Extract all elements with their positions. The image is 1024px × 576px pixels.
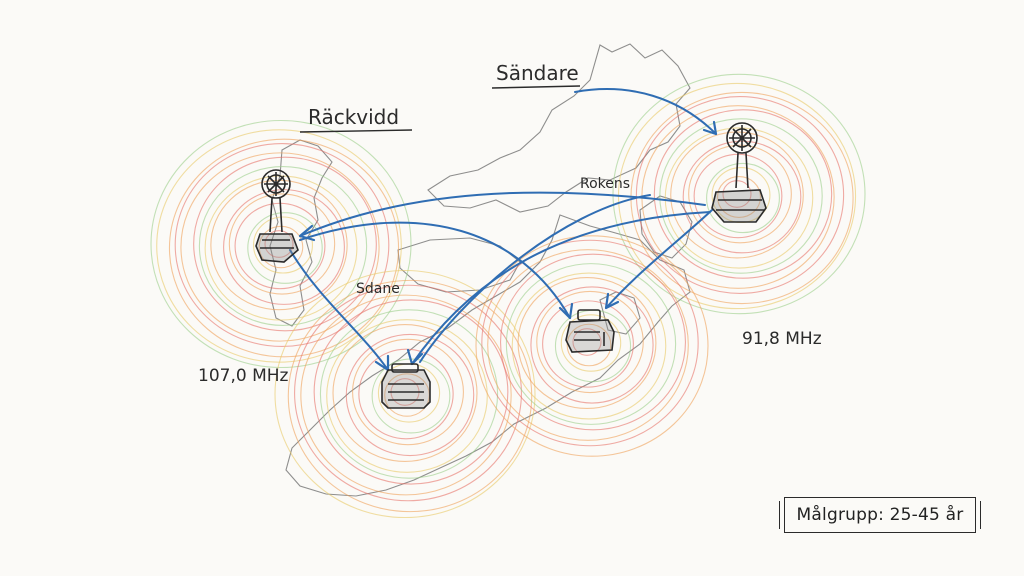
arrow-right-to-center-receiver (411, 211, 711, 365)
coverage-ring (168, 138, 400, 358)
coverage-ring (358, 348, 454, 440)
coverage-ring (198, 166, 368, 326)
radio-tower-icon (711, 122, 767, 223)
coverage-ring (560, 314, 622, 372)
coverage-ring (530, 286, 654, 404)
frequency-left-label: 107,0 MHz (198, 366, 289, 386)
transmitter-label: Sändare (496, 61, 579, 85)
coverage-ring (287, 279, 533, 513)
arrow-left-to-east-receiver (299, 221, 571, 319)
coverage-ring (542, 300, 634, 388)
coverage-ring (352, 338, 464, 446)
signal-arrows (289, 88, 718, 372)
coverage-ring (572, 328, 602, 356)
coverage-ring (487, 249, 689, 441)
coverage-ring (481, 239, 699, 447)
arrowhead (558, 302, 574, 320)
coverage-ring (300, 294, 512, 496)
coverage-ring (294, 284, 522, 502)
arrow-left-to-center-receiver (289, 249, 389, 371)
target-audience-box: Målgrupp: 25-45 år (779, 497, 981, 533)
range-underline (299, 129, 413, 133)
coverage-ring (180, 152, 380, 342)
coverage-ring (630, 91, 854, 305)
arrow-right-to-east-receiver (605, 209, 713, 309)
coverage-ring (566, 323, 612, 367)
coverage-east-receiver (475, 235, 709, 457)
coverage-ring (653, 109, 833, 279)
coverage-ring (706, 162, 780, 234)
arrowhead (406, 348, 424, 366)
arrowhead (604, 292, 620, 310)
frequency-right-label: 91,8 MHz (742, 329, 822, 349)
arrow-mid-to-center-receiver (419, 194, 651, 363)
receivers-label: Rokens (580, 176, 630, 192)
coverage-ring (174, 142, 390, 348)
range-label: Räckvidd (308, 105, 399, 129)
arrowhead (702, 120, 718, 136)
coverage-ring (264, 230, 294, 258)
coverage-ring (319, 309, 499, 479)
coverage-ring (247, 212, 323, 284)
radio-receiver-icon (381, 363, 431, 409)
arrowhead (298, 224, 316, 242)
coverage-ring (511, 272, 667, 420)
coverage-ring (274, 269, 536, 519)
transmitter-underline (491, 85, 581, 89)
coverage-ring (228, 193, 336, 295)
coverage-ring (193, 156, 377, 332)
arrowhead (374, 354, 390, 372)
coverage-ring (150, 119, 412, 369)
coverage-ring (716, 176, 762, 218)
coverage-ring (505, 263, 677, 425)
coverage-ring (517, 276, 657, 410)
radio-tower-icon (255, 169, 299, 263)
coverage-ring (252, 216, 314, 274)
coverage-ring (326, 319, 488, 473)
coverage-right-tower (612, 73, 866, 315)
coverage-ring (499, 253, 687, 431)
radio-receiver-icon (565, 309, 615, 353)
arrow-label-to-tower-right (574, 88, 717, 135)
region-label: Sdane (356, 281, 400, 297)
coverage-ring (475, 235, 709, 457)
coverage-rings (150, 73, 866, 519)
coverage-ring (688, 144, 792, 244)
coverage-ring (313, 299, 509, 485)
arrow-right-to-left-tower (299, 191, 706, 237)
coverage-ring (332, 324, 478, 462)
coverage-ring (345, 333, 475, 457)
coverage-ring (659, 118, 823, 274)
coverage-ring (536, 290, 644, 394)
coverage-ring (664, 127, 814, 269)
coverage-ring (635, 96, 845, 294)
target-audience-label: Målgrupp: 25-45 år (796, 505, 964, 525)
coverage-ring (612, 73, 866, 315)
